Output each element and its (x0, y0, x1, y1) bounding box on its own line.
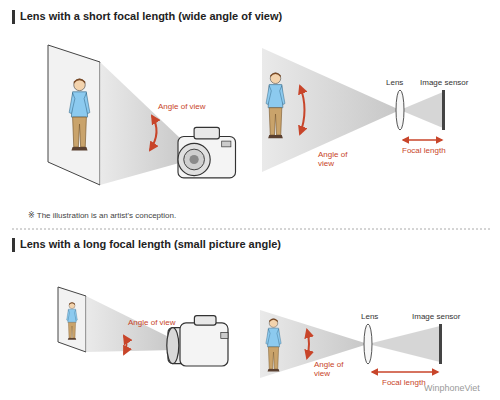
sensor-label: Image sensor (412, 312, 460, 321)
section-heading: Lens with a short focal length (wide ang… (20, 10, 282, 23)
angle-label: Angle of view (314, 360, 350, 378)
sensor-label: Image sensor (420, 78, 468, 87)
watermark: WinphoneViet (424, 384, 480, 393)
section-heading: Lens with a long focal length (small pic… (20, 238, 281, 251)
angle-label: Angle of view (128, 318, 176, 327)
focal-length-label: Focal length (382, 378, 426, 387)
focal-length-label: Focal length (402, 146, 446, 155)
footnote: ※ The illustration is an artist's concep… (28, 211, 176, 220)
angle-label: Angle of view (318, 150, 354, 168)
angle-label: Angle of view (158, 102, 206, 111)
lens-label: Lens (386, 78, 403, 87)
lens-label: Lens (361, 312, 378, 321)
